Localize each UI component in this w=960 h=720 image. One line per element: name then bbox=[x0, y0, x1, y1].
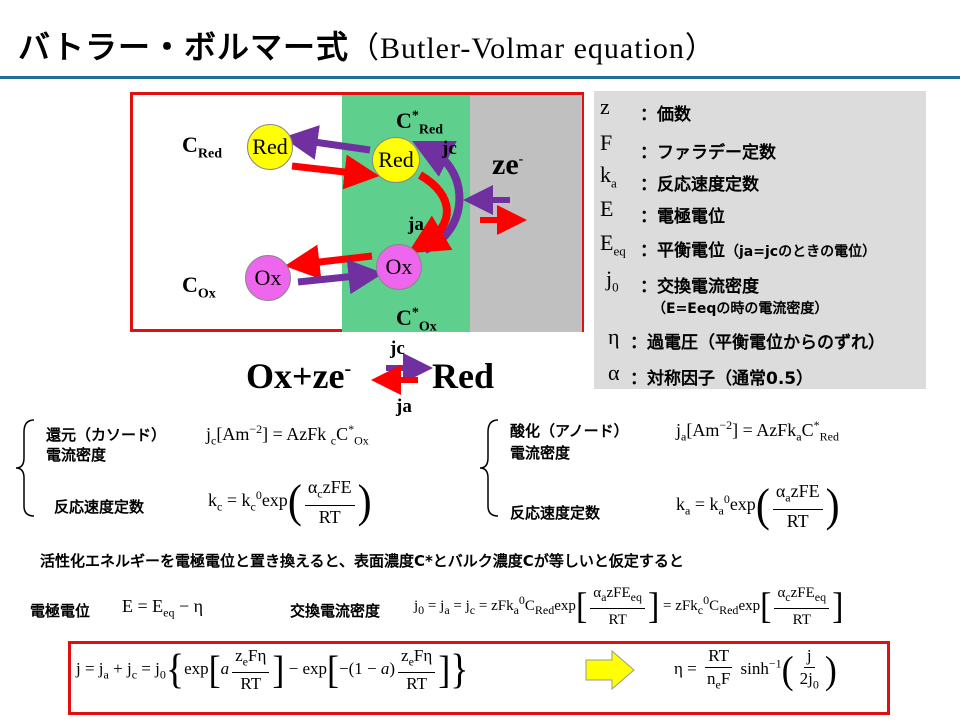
electrode-potential-label: 電極電位 bbox=[30, 602, 91, 620]
legend-sym-eeq: Eeq bbox=[600, 230, 626, 259]
legend-sym-j0: j0 bbox=[606, 266, 619, 295]
title-japanese: バトラー・ボルマー式 bbox=[18, 28, 349, 66]
arrow-ox-diffusion-out bbox=[284, 244, 373, 280]
reduction-heading: 還元（カソード） bbox=[46, 426, 167, 444]
arrow-ja-curve bbox=[407, 171, 453, 254]
label-c-red: CRed bbox=[182, 132, 223, 162]
arrow-red-diffusion-in bbox=[282, 125, 371, 160]
oxidation-heading2: 電流密度 bbox=[510, 444, 571, 462]
legend-sym-alpha: α bbox=[608, 360, 620, 385]
reaction-jc-label: jc bbox=[390, 338, 405, 359]
legend-desc-e: ：電極電位 bbox=[640, 207, 725, 227]
label-jc: jc bbox=[442, 138, 457, 159]
legend-desc-alpha: ：対称因子（通常0.5） bbox=[630, 369, 814, 389]
butler-volmer-frame bbox=[68, 641, 890, 715]
label-ja: ja bbox=[408, 214, 424, 235]
equation-ja: ja[Am−2] = AzFkaC*Red bbox=[676, 418, 839, 444]
legend-desc-ka: ：反応速度定数 bbox=[640, 175, 759, 195]
equation-e: E = Eeq − η bbox=[122, 596, 204, 620]
arrow-ox-diffusion-in bbox=[297, 259, 384, 295]
reaction-ja-label: ja bbox=[396, 396, 412, 417]
legend-desc-eeq: ：平衡電位（ja=jcのときの電位） bbox=[640, 241, 877, 261]
reduction-heading2: 電流密度 bbox=[46, 446, 107, 464]
legend-sym-eta: η bbox=[608, 324, 620, 349]
red-bulk-species: Red bbox=[247, 124, 293, 170]
oxidation-rate-label: 反応速度定数 bbox=[510, 504, 601, 522]
label-ze: ze- bbox=[492, 148, 524, 181]
title-underline bbox=[0, 76, 960, 79]
assumption-text: 活性化エネルギーを電極電位と置き換えると、表面濃度C*とバルク濃度Cが等しいと仮… bbox=[40, 552, 684, 570]
label-c-star-ox: C*Ox bbox=[396, 305, 437, 335]
brace-reduction bbox=[15, 419, 35, 517]
legend-desc-f: ：ファラデー定数 bbox=[640, 143, 776, 163]
legend-desc-z: ：価数 bbox=[640, 105, 691, 125]
legend-sym-z: z bbox=[600, 94, 610, 119]
arrow-red-diffusion-out bbox=[291, 154, 380, 190]
equation-jc: jc[Am−2] = AzFk cC*Ox bbox=[206, 422, 369, 448]
reaction-right: Red bbox=[432, 356, 494, 396]
legend-sym-f: F bbox=[600, 130, 613, 155]
legend-sym-e: E bbox=[600, 196, 614, 221]
reduction-rate-label: 反応速度定数 bbox=[54, 498, 145, 516]
symbol-legend bbox=[594, 91, 926, 389]
arrow-yellow-icon bbox=[585, 649, 635, 691]
exchange-current-label: 交換電流密度 bbox=[290, 602, 381, 620]
ox-bulk-species: Ox bbox=[245, 255, 291, 301]
brace-oxidation bbox=[479, 419, 499, 517]
legend-sym-ka: ka bbox=[600, 162, 617, 191]
label-c-ox: COx bbox=[182, 272, 216, 302]
legend-desc-eta: ：過電圧（平衡電位からのずれ） bbox=[630, 333, 885, 353]
page-title: バトラー・ボルマー式（Butler-Volmar equation） bbox=[18, 22, 716, 68]
oxidation-heading: 酸化（アノード） bbox=[510, 422, 629, 440]
title-english: （Butler-Volmar equation） bbox=[348, 32, 716, 65]
ox-surface-species: Ox bbox=[376, 244, 422, 290]
legend-desc-j0: ：交換電流密度 bbox=[640, 277, 759, 297]
label-c-star-red: C*Red bbox=[396, 108, 444, 138]
red-surface-species: Red bbox=[372, 137, 420, 183]
reaction-left: Ox+ze- bbox=[246, 356, 352, 396]
legend-note-j0: （E=Eeqの時の電流密度） bbox=[652, 301, 829, 317]
